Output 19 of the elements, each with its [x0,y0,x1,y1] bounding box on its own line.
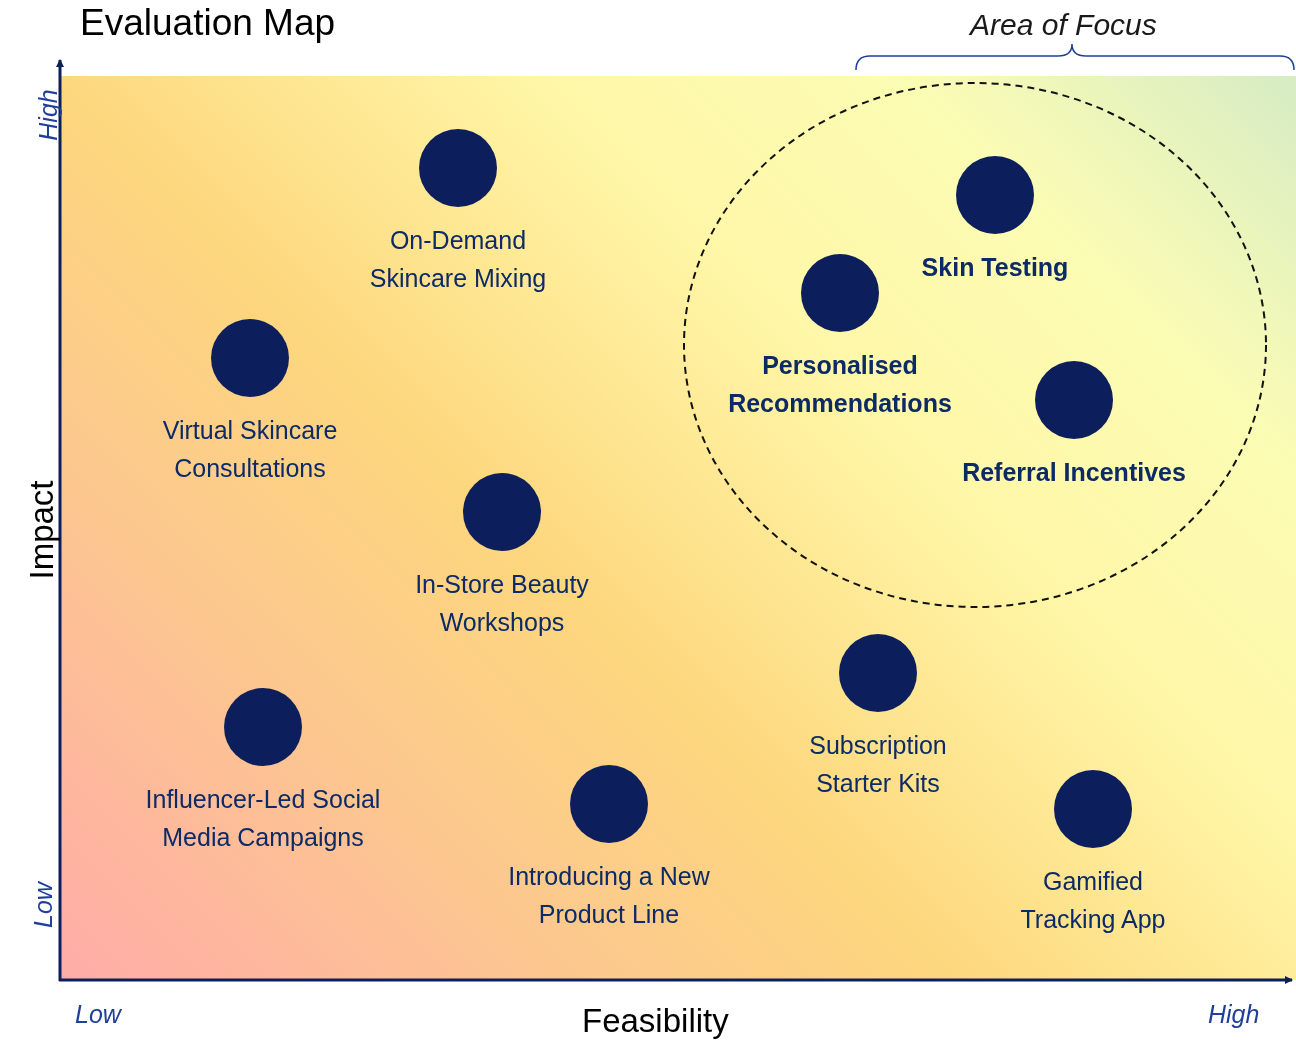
title: Evaluation Map [80,2,336,44]
item-label: On-Demand Skincare Mixing [368,225,548,294]
item-label: In-Store Beauty Workshops [414,569,590,638]
axis-tick-label: High [33,88,63,143]
item-label: Introducing a New Product Line [507,861,711,930]
axis-tick-label: Low [75,1000,121,1029]
item-label: Influencer-Led Social Media Campaigns [144,784,382,853]
axis-title: Impact [22,479,61,582]
item-label: Virtual Skincare Consultations [161,415,339,484]
item-label: Referral Incentives [962,457,1186,488]
item-label: Subscription Starter Kits [808,730,948,799]
item-label: Skin Testing [921,252,1069,283]
bracket-label: Area of Focus [970,8,1157,42]
axis-title: Feasibility [582,1002,729,1040]
axis-tick-label: High [1208,1000,1260,1029]
axis-tick-label: Low [28,880,58,930]
item-label: Personalised Recommendations [727,350,953,419]
dashed-ellipse [683,82,1267,608]
item-label: Gamified Tracking App [1019,866,1167,935]
